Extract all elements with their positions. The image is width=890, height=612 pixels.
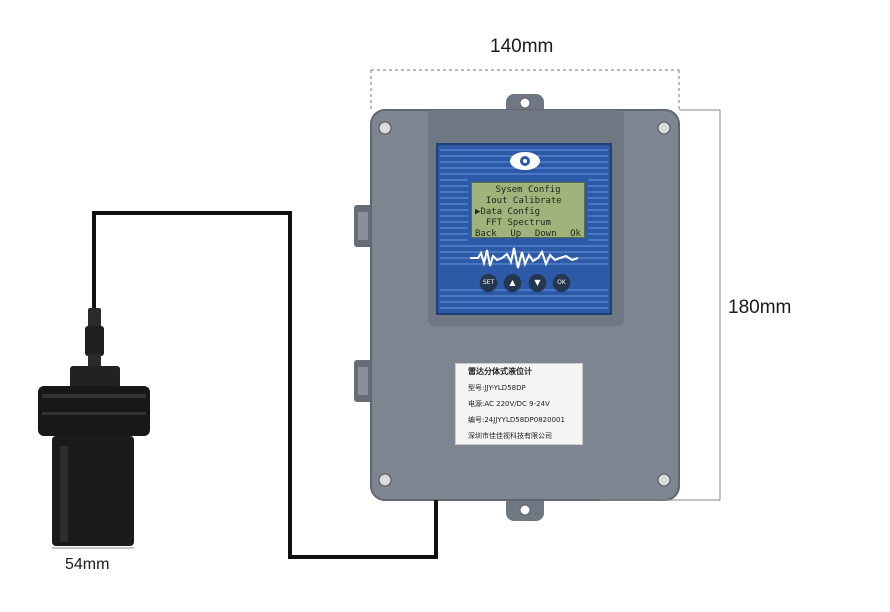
up-button[interactable]: ▲ [504,274,521,291]
bottom-mount-hole [519,504,531,516]
set-button[interactable]: SET [480,274,497,291]
height-dimension-guide [600,109,721,501]
sensor-cable [92,211,438,559]
lcd-title: Sysem Config [495,185,561,195]
nameplate-company: 深圳市佳佳视科技有限公司 [468,432,552,440]
ultrasonic-sensor [38,308,150,546]
eye-logo-icon [510,152,540,170]
lcd-display: Sysem Config Iout Calibrate ▶Data Config… [471,182,585,240]
lcd-softkey-bar: Back Up Down Ok [475,229,581,240]
nameplate-serial: 编号:24JJYYLD58DP0820001 [468,416,565,424]
ok-button[interactable]: OK [553,274,570,291]
softkey-down[interactable]: Down [534,229,557,239]
softkey-back[interactable]: Back [475,229,497,239]
lcd-menu-item[interactable]: Iout Calibrate [485,196,562,206]
corner-screws [378,121,671,487]
down-button[interactable]: ▼ [529,274,546,291]
nameplate-power: 电源:AC 220V/DC 9-24V [468,400,550,408]
width-dimension-guide [370,69,680,112]
sensor-dimension-label: 54mm [65,556,110,573]
height-dimension-label: 180mm [728,297,792,318]
width-dimension-label: 140mm [490,36,554,57]
top-mount-hole [519,97,531,109]
lcd-menu-item[interactable]: FFT Spectrum [485,218,551,228]
lcd-menu-item-selected[interactable]: ▶Data Config [475,207,541,217]
nameplate-label: 雷达分体式液位计 型号:JJY-YLD58DP 电源:AC 220V/DC 9-… [455,363,583,445]
nameplate-model: 型号:JJY-YLD58DP [468,384,526,392]
waveform-icon [470,247,579,269]
softkey-ok[interactable]: Ok [570,229,581,239]
softkey-up[interactable]: Up [510,229,522,239]
nameplate-product: 雷达分体式液位计 [468,367,532,376]
